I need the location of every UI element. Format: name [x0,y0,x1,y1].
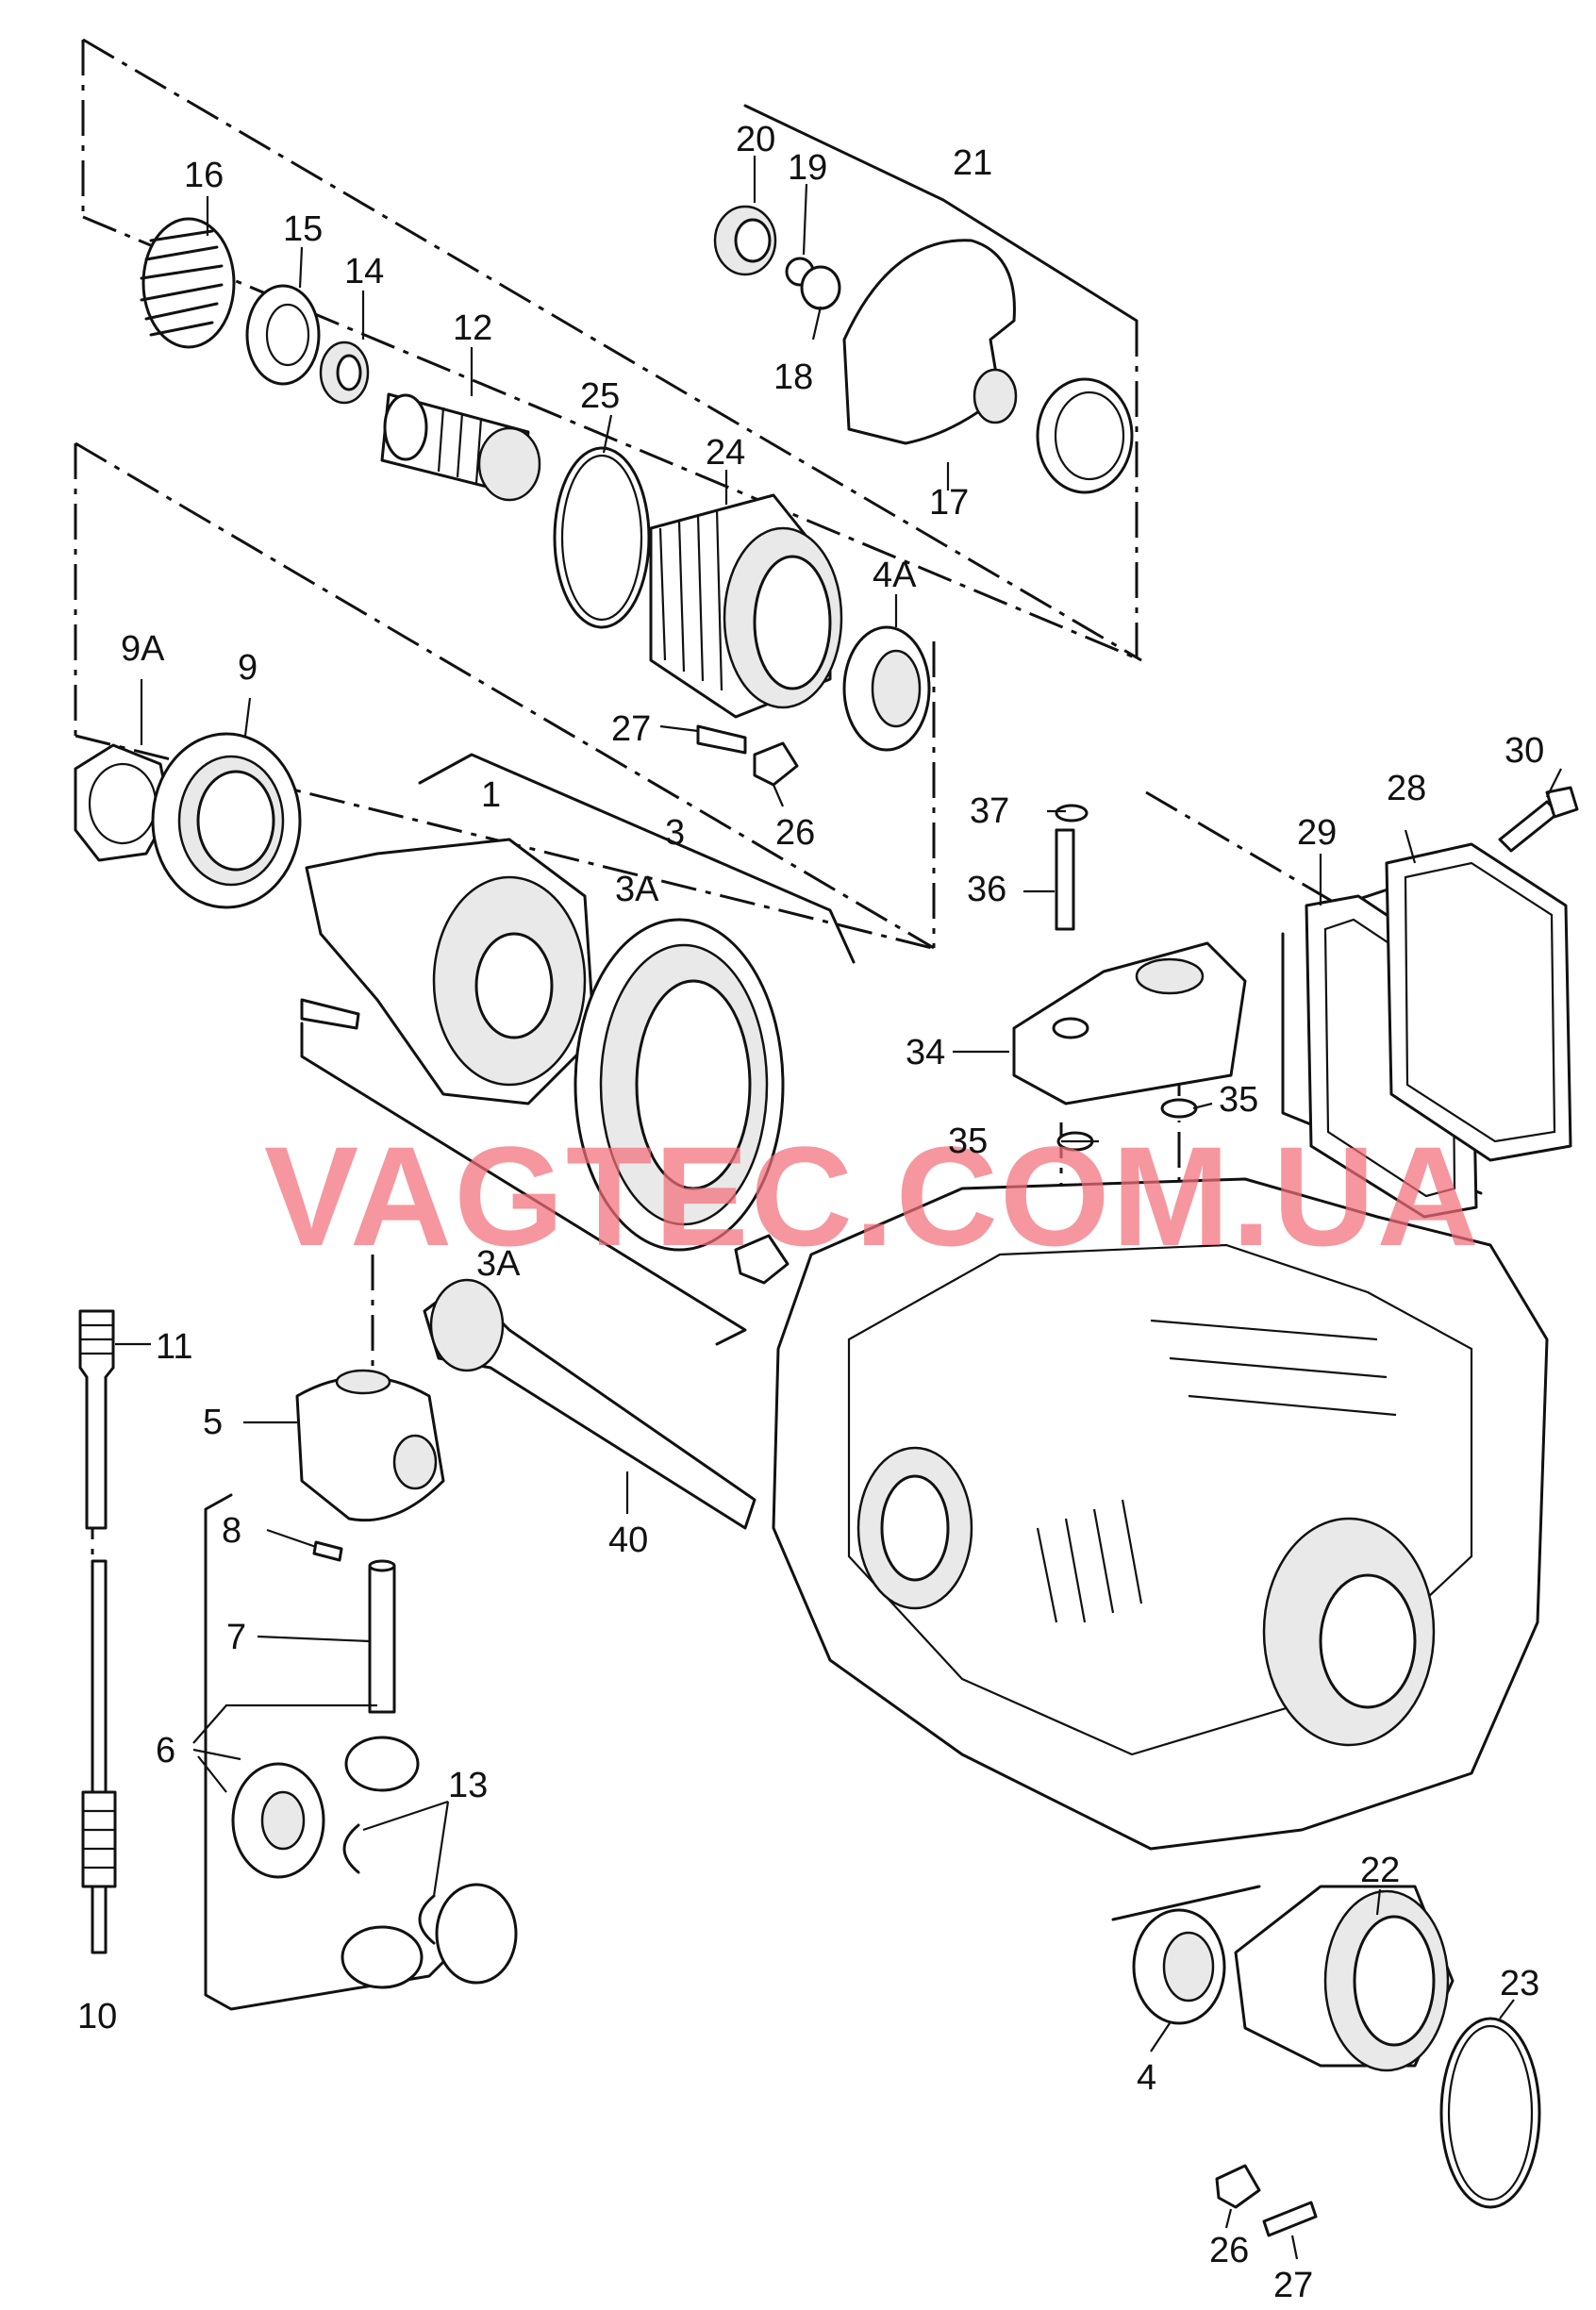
gear-sleeve-part-24 [649,493,843,719]
callout-22: 22 [1360,1851,1400,1890]
oring-part-23 [1439,2017,1541,2209]
callout-24: 24 [706,433,745,473]
callout-1: 1 [481,775,501,815]
leader-lines [115,156,1562,2260]
callout-26-top: 26 [775,813,815,853]
bearing-part-4A [842,625,931,752]
callout-40: 40 [608,1521,648,1560]
callout-27-bottom: 27 [1273,2266,1313,2305]
drive-part-11 [78,1309,115,1530]
callout-8: 8 [222,1511,241,1551]
callout-28: 28 [1387,769,1426,808]
cover-part-28 [1385,842,1572,1162]
callout-35-right: 35 [1219,1080,1258,1120]
ring-part-15 [245,284,321,386]
callout-16: 16 [184,156,224,195]
pin-part-7 [368,1559,396,1714]
shaft-part-12 [380,392,541,502]
callout-labels: 1 3 3A 3A 4 4A 5 6 7 8 9 9A 10 11 12 13 … [77,120,1544,2305]
washers-parts-19-18 [785,257,841,310]
gears-part-6 [231,1736,518,1989]
callout-9A: 9A [121,629,165,669]
callout-4: 4 [1137,2058,1156,2098]
callout-6: 6 [156,1731,175,1770]
pin-part-8 [312,1540,343,1562]
callout-3A-bottom: 3A [476,1244,521,1284]
callout-11: 11 [156,1327,192,1367]
callout-9: 9 [238,648,258,688]
gear-part-9 [151,732,302,909]
bearing-part-14 [319,341,370,405]
bearing-part-4-bottom [1132,1908,1226,2025]
spider-part-5 [295,1369,445,1522]
ring-gear-part-3 [574,918,785,1252]
callout-10: 10 [77,1997,117,2036]
callout-18: 18 [773,357,813,397]
callout-15: 15 [283,209,323,249]
bolt-part-30 [1498,786,1579,853]
callout-21: 21 [953,143,992,183]
clips-part-13 [342,1823,436,1945]
callout-12: 12 [453,308,492,348]
callout-17: 17 [929,483,969,523]
spring-part-16 [140,217,236,349]
callout-4A: 4A [873,556,917,595]
callout-35-left: 35 [948,1122,988,1161]
callout-36: 36 [967,870,1006,909]
diff-housing-part-1 [305,838,596,1105]
callout-14: 14 [344,252,384,291]
callout-23: 23 [1500,1964,1539,2003]
callout-27-top: 27 [611,709,651,749]
pin-part-36-37 [1055,804,1089,931]
shaft-part-10 [81,1559,117,1954]
callout-37: 37 [970,791,1009,831]
cap-part-20 [713,205,777,276]
pinion-shaft-part-40 [423,1278,756,1530]
boot-part-21 [842,239,1018,445]
callout-30: 30 [1505,731,1544,771]
bolt-clip-parts-27-26-top [696,724,799,787]
cover-part-34 [1012,941,1247,1105]
callout-20: 20 [736,120,775,159]
oring-part-25 [553,446,651,629]
ring-part-17 [1036,377,1134,494]
callout-19: 19 [788,148,827,188]
clip-bolt-parts-26-27-bottom [1215,2164,1318,2237]
callout-25: 25 [580,376,620,416]
transmission-housing [772,1177,1549,1851]
watermark-text: VAGTEC.COM.UA [264,1117,1481,1275]
callout-3A-top: 3A [615,870,659,909]
bolt-part-3A-top [300,998,360,1030]
nut-part-3A-bottom [734,1234,790,1285]
callout-29: 29 [1297,813,1337,853]
sleeve-part-22 [1234,1885,1455,2072]
callout-5: 5 [203,1403,223,1442]
callout-34: 34 [906,1033,945,1072]
callout-7: 7 [226,1618,246,1657]
callout-26-bottom: 26 [1209,2231,1249,2270]
callout-3: 3 [665,813,685,853]
callout-13: 13 [448,1766,488,1805]
